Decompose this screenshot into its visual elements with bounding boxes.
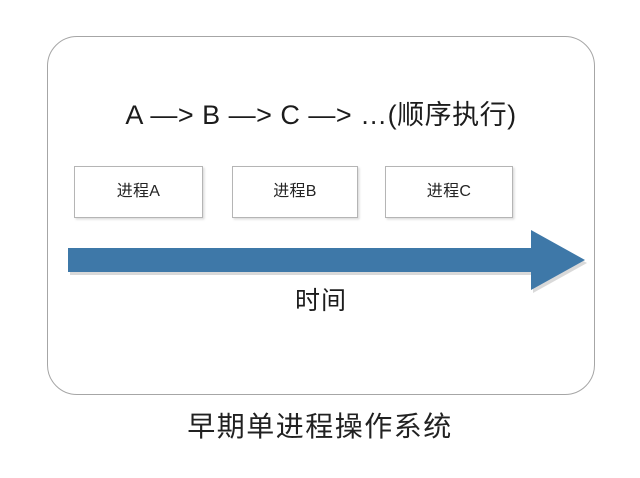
- time-arrow-shape: [68, 230, 585, 290]
- process-box-c: 进程C: [385, 166, 513, 218]
- process-box-b-label: 进程B: [273, 183, 317, 200]
- process-box-b: 进程B: [232, 166, 358, 218]
- process-box-a: 进程A: [74, 166, 203, 218]
- process-box-c-label: 进程C: [426, 183, 472, 200]
- process-box-a-label: 进程A: [116, 183, 161, 200]
- sequence-execution-text: A —> B —> C —> …(顺序执行): [125, 100, 517, 130]
- time-axis-label: 时间: [294, 287, 347, 315]
- time-axis-arrow: [62, 226, 590, 296]
- figure-caption: 早期单进程操作系统: [187, 411, 453, 442]
- process-box-row: 进程A 进程B 进程C: [74, 166, 514, 218]
